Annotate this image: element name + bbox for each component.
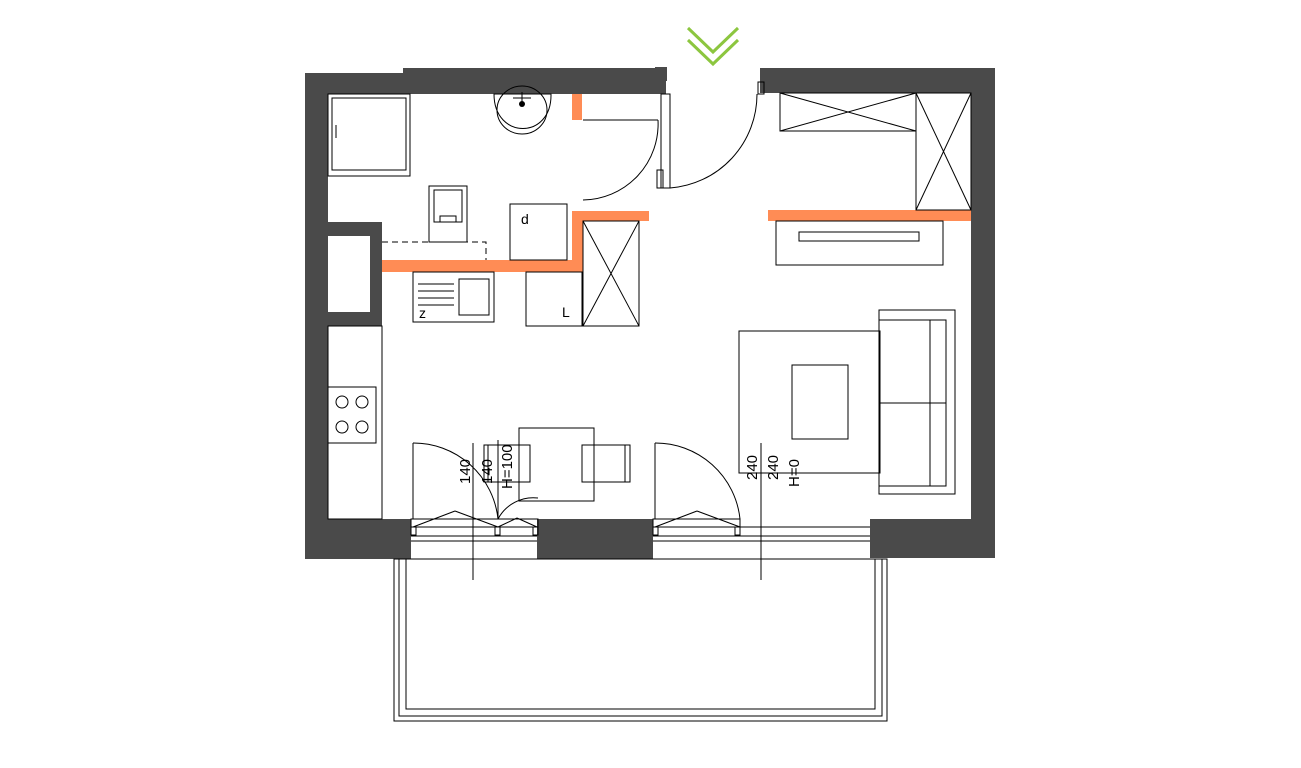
exterior-walls [305, 67, 995, 559]
dryer-label: d [521, 211, 529, 227]
dining-table [518, 427, 595, 502]
wardrobe-tall [915, 92, 972, 211]
bathroom-countertop [382, 241, 487, 260]
balcony-door-left [410, 440, 539, 536]
sofa [878, 309, 956, 495]
bathroom-door [582, 119, 659, 201]
wardrobe-hall [582, 220, 640, 327]
radiator-shelf [775, 220, 944, 266]
washer-label: z [419, 305, 426, 321]
window-left-labels: 140 [457, 459, 474, 484]
washer: z [412, 271, 495, 323]
balcony-door-right [652, 442, 741, 536]
window-left-labels-3: H=100 [499, 444, 516, 489]
window-right-labels-3: H=0 [786, 459, 803, 487]
wardrobe-upper [779, 92, 917, 132]
washbasin-icon [493, 85, 552, 135]
toilet [428, 185, 468, 243]
fridge: L [525, 271, 583, 327]
window-right-label-2: 240 [765, 455, 782, 480]
entrance-marker-icon [686, 26, 740, 67]
window-right-labels-2: 240 [765, 455, 782, 480]
window-right-label-1: 240 [744, 455, 761, 480]
entrance-door [656, 81, 765, 189]
hob-icon [327, 386, 377, 444]
window-left-labels-2: 140 [479, 459, 496, 484]
dryer: d [509, 203, 568, 261]
window-right-labels: 240 [744, 455, 761, 480]
window-left-label-2: 140 [479, 459, 496, 484]
fridge-label: L [562, 304, 570, 320]
kitchen-counter [327, 325, 383, 520]
coffee-table [791, 364, 849, 440]
window-right-label-3: H=0 [786, 459, 803, 487]
chair-left [483, 444, 531, 483]
balcony [393, 558, 888, 722]
rug [738, 330, 881, 474]
chair-right [581, 444, 631, 483]
window-left-label-3: H=100 [499, 444, 516, 489]
shower-tray [327, 93, 411, 177]
window-left-label-1: 140 [457, 459, 474, 484]
partition-walls [382, 94, 971, 272]
